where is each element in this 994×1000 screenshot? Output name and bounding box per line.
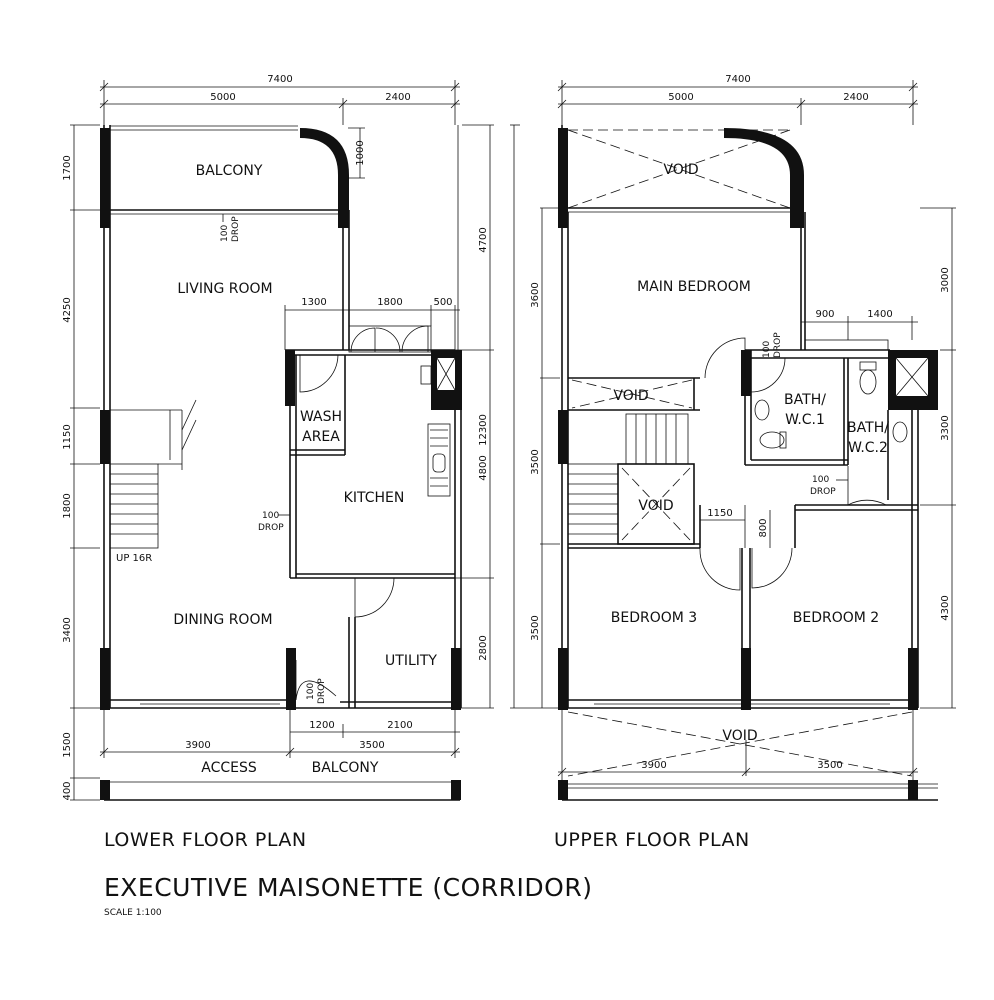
upper-dim-3900: 3900	[641, 760, 666, 771]
upper-label-bedroom2: BEDROOM 2	[793, 610, 879, 626]
lower-label-wash-1: WASH	[300, 409, 342, 425]
lower-drop-2-word: DROP	[258, 523, 284, 533]
captions: LOWER FLOOR PLAN UPPER FLOOR PLAN EXECUT…	[104, 829, 750, 918]
upper-drop-1-value: 100	[762, 341, 772, 358]
lower-drop-3-word: DROP	[317, 678, 327, 704]
upper-dim-1400: 1400	[867, 309, 892, 320]
lower-dim-2100: 2100	[387, 720, 412, 731]
lower-drop-1-word: DROP	[231, 216, 241, 242]
lower-dim-3400: 3400	[62, 617, 73, 642]
lower-left-dimensions: 1700 4250 1150 1800 3400 1500 400	[62, 124, 100, 801]
lower-dim-1800-kitchen: 1800	[377, 297, 402, 308]
lower-dim-1150: 1150	[62, 424, 73, 449]
upper-dim-800: 800	[758, 518, 769, 537]
lower-dim-4700: 4700	[478, 227, 489, 252]
drawing-scale: SCALE 1:100	[104, 908, 162, 918]
lower-kitchen-dimensions: 1300 1800 500 1000	[284, 127, 460, 350]
upper-dim-3500-b: 3500	[530, 615, 541, 640]
upper-label-void-stair: VOID	[638, 498, 673, 514]
lower-columns	[100, 128, 461, 800]
lower-staircase: UP 16R	[109, 399, 197, 564]
lower-dim-2800: 2800	[478, 635, 489, 660]
upper-label-void-mid: VOID	[613, 388, 648, 404]
upper-label-main-bedroom: MAIN BEDROOM	[637, 279, 751, 295]
upper-dim-3500: 3500	[817, 760, 842, 771]
upper-staircase	[567, 413, 689, 545]
lower-dim-3900: 3900	[185, 740, 210, 751]
lower-dim-1200: 1200	[309, 720, 334, 731]
lower-dim-1800: 1800	[62, 493, 73, 518]
lower-label-dining-room: DINING ROOM	[173, 612, 272, 628]
lower-bottom-dimensions: 3900 3500 1200 2100	[99, 710, 460, 801]
lower-drop-2-value: 100	[262, 511, 279, 521]
lower-dim-500: 500	[433, 297, 452, 308]
lower-dim-4250: 4250	[62, 297, 73, 322]
upper-drop-2-value: 100	[812, 475, 829, 485]
lower-label-wash-2: AREA	[302, 429, 340, 445]
lower-walls	[103, 125, 462, 709]
lower-floor-plan: 7400 5000 2400 1700 4250 1150 1800 3400 …	[62, 74, 494, 801]
lower-dim-1300: 1300	[301, 297, 326, 308]
upper-drop-2-word: DROP	[810, 487, 836, 497]
lower-drop-1-value: 100	[220, 225, 230, 242]
upper-floor-plan: 7400 5000 2400 3600 3500 3500 3000 3300	[510, 74, 956, 801]
lower-dim-12300: 12300	[478, 414, 489, 446]
lower-dim-4800: 4800	[478, 455, 489, 480]
upper-dim-4300: 4300	[940, 595, 951, 620]
lower-kitchen-fittings	[289, 325, 451, 701]
upper-columns	[558, 128, 938, 800]
lower-label-living-room: LIVING ROOM	[177, 281, 272, 297]
lower-right-dimensions: 4700 12300 4800 2800	[455, 124, 494, 709]
upper-room-labels: VOID MAIN BEDROOM VOID VOID BATH/ W.C.1 …	[611, 162, 889, 744]
lower-top-dimensions: 7400 5000 2400	[99, 74, 460, 125]
upper-label-bath1-b: W.C.1	[785, 412, 825, 428]
upper-left-dimensions: 3600 3500 3500	[510, 124, 560, 709]
lower-drop-3-value: 100	[306, 683, 316, 700]
lower-dim-2400: 2400	[385, 92, 410, 103]
upper-label-bath2-b: W.C.2	[848, 440, 888, 456]
lower-dim-3500: 3500	[359, 740, 384, 751]
lower-dim-400: 400	[62, 781, 73, 800]
upper-dim-3300: 3300	[940, 415, 951, 440]
upper-top-dimensions: 7400 5000 2400	[557, 74, 918, 125]
upper-drop-1-word: DROP	[773, 332, 783, 358]
lower-label-balcony: BALCONY	[196, 163, 263, 179]
upper-voids	[567, 129, 913, 777]
upper-dim-900: 900	[815, 309, 834, 320]
lower-room-labels: BALCONY LIVING ROOM WASH AREA KITCHEN DI…	[173, 163, 437, 776]
upper-label-bath2-a: BATH/	[847, 420, 889, 436]
upper-plan-caption: UPPER FLOOR PLAN	[554, 829, 750, 851]
lower-drop-markers: 100 DROP 100 DROP 100 DROP	[220, 214, 327, 704]
upper-label-void-top: VOID	[663, 162, 698, 178]
lower-stair-note: UP 16R	[116, 553, 152, 564]
upper-fittings	[699, 337, 908, 591]
lower-label-utility: UTILITY	[385, 653, 437, 669]
upper-dim-2400: 2400	[843, 92, 868, 103]
lower-dim-1000: 1000	[355, 140, 366, 165]
upper-dim-5000: 5000	[668, 92, 693, 103]
lower-plan-caption: LOWER FLOOR PLAN	[104, 829, 307, 851]
lower-label-corridor-balcony: BALCONY	[312, 760, 379, 776]
lower-dim-1500: 1500	[62, 732, 73, 757]
drawing-title: EXECUTIVE MAISONETTE (CORRIDOR)	[104, 873, 592, 902]
lower-service-shaft	[431, 350, 462, 410]
upper-right-dimensions: 3000 3300 4300	[920, 207, 956, 709]
lower-dim-overall: 7400	[267, 74, 292, 85]
upper-dim-overall: 7400	[725, 74, 750, 85]
upper-drop-markers: 100 DROP 100 DROP	[762, 332, 848, 497]
lower-label-access: ACCESS	[201, 760, 257, 776]
upper-dim-1150: 1150	[707, 508, 732, 519]
upper-label-bedroom3: BEDROOM 3	[611, 610, 697, 626]
lower-label-kitchen: KITCHEN	[344, 490, 405, 506]
upper-bottom-dimensions: 3900 3500	[557, 710, 938, 801]
upper-dim-3000: 3000	[940, 267, 951, 292]
lower-dim-1700: 1700	[62, 155, 73, 180]
upper-bath-dimensions: 900 1400 1150 800	[700, 309, 918, 548]
upper-dim-3500-a: 3500	[530, 449, 541, 474]
upper-label-void-bottom: VOID	[722, 728, 757, 744]
lower-dim-5000: 5000	[210, 92, 235, 103]
upper-label-bath1-a: BATH/	[784, 392, 826, 408]
upper-dim-3600: 3600	[530, 282, 541, 307]
